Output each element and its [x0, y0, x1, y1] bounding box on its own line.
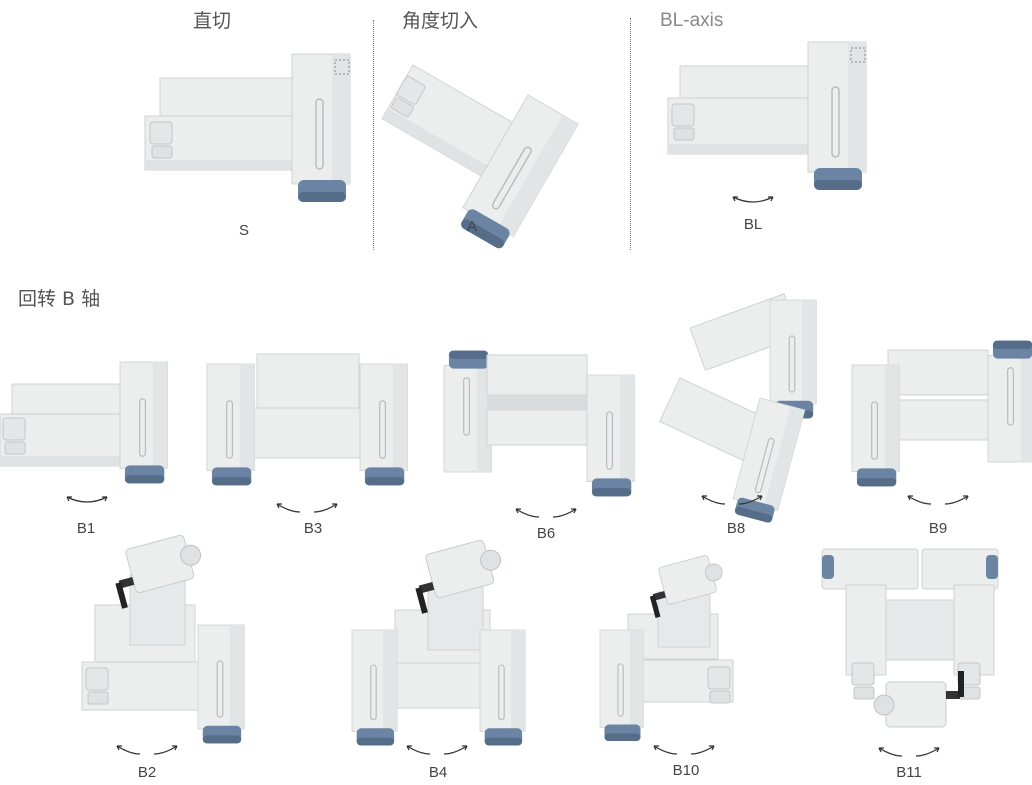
rotation-arrow-bl	[732, 196, 774, 203]
header-straight-cut: 直切	[193, 10, 232, 32]
label-b1: B1	[76, 520, 96, 537]
machine-b6-illustration	[443, 350, 636, 497]
rotation-arrow-b3	[276, 503, 338, 513]
label-b6: B6	[536, 525, 556, 542]
label-b9: B9	[928, 520, 948, 537]
machine-b1-illustration	[0, 361, 169, 484]
rotation-arrow-b1	[66, 496, 108, 503]
rotation-arrow-b6	[515, 508, 577, 518]
machine-b10-illustration	[599, 551, 734, 742]
machine-bl-illustration	[667, 41, 867, 191]
section-title-rotary-b-axis: 回转 B 轴	[18, 288, 101, 310]
machine-b8-illustration	[659, 293, 818, 525]
label-b10: B10	[672, 762, 700, 779]
machine-s-illustration	[144, 53, 351, 203]
rotation-arrow-b11	[878, 747, 940, 757]
label-b8: B8	[726, 520, 746, 537]
rotation-arrow-b8	[701, 495, 763, 505]
machine-a-illustration	[381, 64, 579, 253]
machine-b3-illustration	[206, 353, 409, 486]
divider-1	[373, 20, 374, 250]
rotation-arrow-b10	[653, 745, 715, 755]
machine-b2-illustration	[81, 530, 245, 745]
label-a: A	[466, 218, 478, 235]
machine-b11-illustration	[821, 548, 999, 728]
label-b11: B11	[896, 764, 922, 781]
header-angle-cut: 角度切入	[402, 10, 479, 32]
label-b3: B3	[303, 520, 323, 537]
rotation-arrow-b9	[907, 495, 969, 505]
rotation-arrow-b2	[116, 745, 178, 755]
rotation-arrow-b4	[406, 745, 468, 755]
label-b2: B2	[137, 764, 157, 781]
machine-b9-illustration	[851, 340, 1032, 487]
header-bl-axis: BL-axis	[660, 10, 724, 31]
divider-2	[630, 18, 631, 250]
machine-b4-illustration	[351, 535, 526, 747]
label-b4: B4	[428, 764, 448, 781]
label-s: S	[238, 222, 250, 239]
label-bl: BL	[743, 216, 763, 233]
